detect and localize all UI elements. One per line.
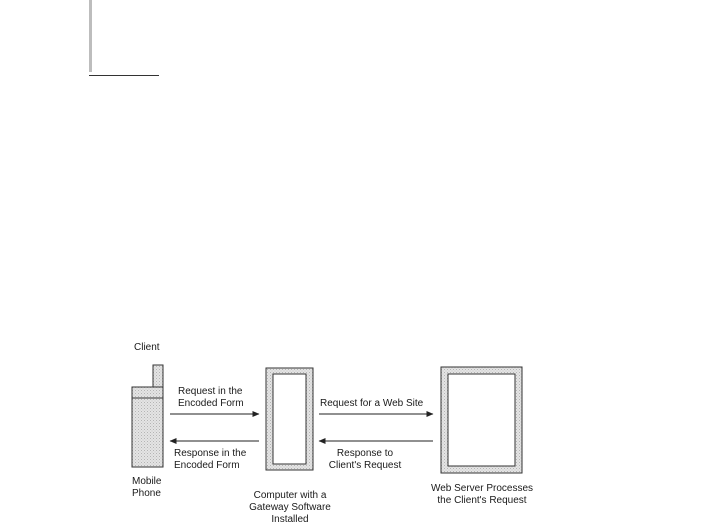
request-site-label: Request for a Web Site [320, 398, 424, 409]
response-encoded-label: Response in the Encoded Form [174, 448, 247, 471]
margin-underline [89, 75, 159, 76]
response-client-label: Response to Client's Request [328, 448, 402, 471]
mobile-phone-icon [131, 364, 164, 468]
margin-rule [89, 0, 92, 72]
request-encoded-label: Request in the Encoded Form [178, 386, 244, 409]
server-label: Web Server Processes the Client's Reques… [430, 483, 534, 506]
client-label: Client [134, 342, 160, 353]
gateway-label: Computer with a Gateway Software Install… [249, 490, 331, 525]
web-server-icon [440, 366, 523, 474]
gateway-computer-icon [265, 367, 314, 471]
phone-label: Mobile Phone [132, 476, 162, 499]
